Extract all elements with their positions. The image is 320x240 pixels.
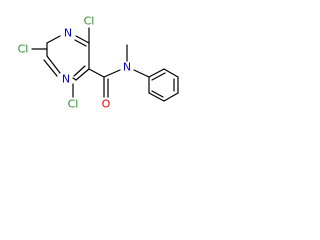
bond-n3-c2 <box>46 55 61 74</box>
atom-label-group: Cl Cl Cl N N N O <box>18 15 131 111</box>
bond-ph-1-double <box>151 72 166 81</box>
atom-o-carbonyl: O <box>102 98 111 111</box>
atom-n-amide: N <box>123 61 131 74</box>
atom-n-ring-top: N <box>64 27 72 40</box>
atom-n-ring-bottom: N <box>62 73 70 86</box>
bond-n1-c6-double <box>74 39 87 47</box>
bond-n1-c6 <box>75 35 90 44</box>
bond-n-phenyl <box>133 69 150 78</box>
bond-c5-c4-double <box>73 65 86 77</box>
bond-ph-2 <box>163 68 179 78</box>
bond-ph-5 <box>148 92 165 102</box>
bond-c2-n1 <box>46 35 61 44</box>
bond-c5-c4 <box>75 68 90 81</box>
bond-carbonyl-n <box>103 69 121 78</box>
bond-ph-5-double <box>151 90 164 98</box>
atom-cl-top-right: Cl <box>84 15 95 28</box>
bond-c4-n3 <box>72 77 77 81</box>
chemical-structure-diagram: Cl Cl Cl N N N O <box>18 15 179 111</box>
bond-c5-carbonyl <box>88 68 105 78</box>
bond-ph-4 <box>163 92 179 102</box>
atom-cl-bottom: Cl <box>68 98 79 111</box>
bond-ph-1 <box>148 68 165 78</box>
atom-cl-top-left: Cl <box>18 43 29 56</box>
bond-n3-c2-double <box>43 59 58 77</box>
bond-group <box>31 27 179 102</box>
